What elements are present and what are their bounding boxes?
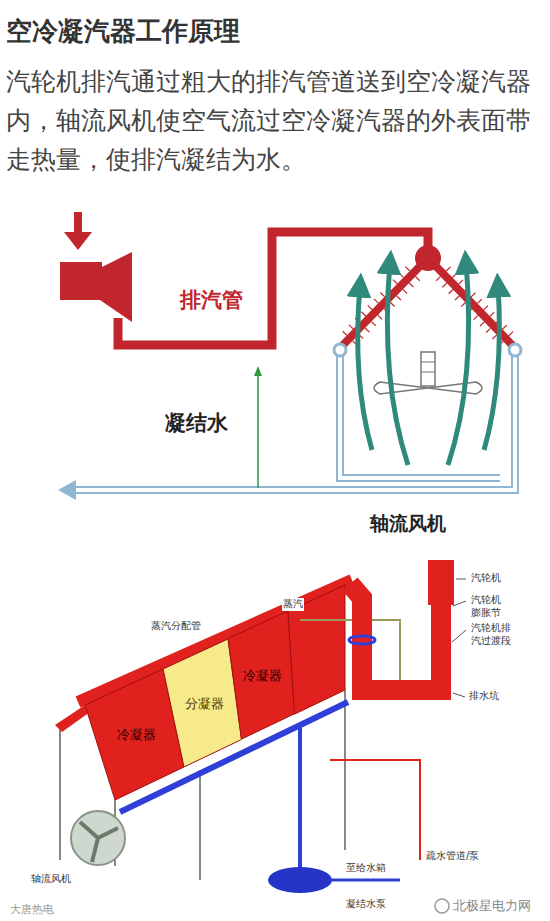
fin-tick	[449, 290, 453, 294]
fin-tick	[480, 322, 484, 326]
part-name: 轴流风机	[30, 873, 72, 886]
fin-tick	[415, 277, 419, 281]
fin-tick	[452, 273, 456, 277]
fin-tick	[365, 328, 369, 332]
watermark: 大唐热电	[10, 903, 54, 917]
leader-lines	[452, 579, 466, 697]
fin-tick	[403, 289, 407, 293]
airflow-arrows	[358, 262, 500, 465]
turbine-block	[428, 560, 454, 605]
fin-tick	[390, 302, 394, 306]
fin-tick	[502, 325, 506, 329]
part-name: 至给水箱	[345, 862, 387, 875]
fin-tick	[459, 280, 463, 284]
fin-tick	[405, 267, 409, 271]
flow-arrow-head	[254, 366, 262, 376]
panel-label: 分凝器	[185, 695, 224, 713]
fin-tick	[349, 325, 353, 329]
panel-label: 冷凝器	[117, 726, 156, 744]
back-panel-strip	[55, 705, 90, 732]
condenser-panel: 分凝器	[163, 639, 242, 767]
fin-tick	[490, 312, 494, 316]
condensate-tank	[268, 867, 332, 893]
part-name: 蒸汽	[282, 598, 304, 611]
page-title: 空冷凝汽器工作原理	[6, 14, 240, 49]
water-label: 凝结水	[165, 410, 228, 436]
intro-paragraph: 汽轮机排汽通过粗大的排汽管道送到空冷凝汽器内，轴流风机使空气流过空冷凝汽器的外表…	[6, 62, 546, 179]
expansion-ring	[349, 636, 375, 644]
fin-tick	[368, 305, 372, 309]
condensate-pipe-outer	[72, 350, 515, 490]
fin-tick	[374, 299, 378, 303]
condensate-pipe-inner	[72, 350, 515, 490]
part-name: 汽轮机	[470, 572, 502, 585]
exhaust-pipe	[118, 232, 428, 345]
fin-tick	[409, 283, 413, 287]
fin-tick	[436, 277, 440, 281]
fin-tick	[361, 312, 365, 316]
fin-tick	[343, 331, 347, 335]
panel-shape	[163, 639, 242, 767]
condenser-panel: 冷凝器	[228, 611, 294, 739]
watermark: 北极星电力网	[453, 898, 531, 914]
watermark-icon	[435, 899, 449, 913]
panel-shape	[228, 611, 294, 739]
fin-tick	[371, 322, 375, 326]
fin-tick	[399, 273, 403, 277]
fin-tick	[474, 315, 478, 319]
feedwater-pipe	[330, 879, 400, 882]
part-name: 蒸汽分配管	[150, 620, 202, 633]
part-name: 凝结水泵	[345, 898, 387, 911]
condensate-drop-pipe	[298, 728, 302, 868]
condensate-arrowhead	[58, 480, 76, 500]
fin-tick	[380, 292, 384, 296]
fin-tick	[477, 299, 481, 303]
fin-tick	[378, 315, 382, 319]
fin-tick	[484, 306, 488, 310]
pipe-label: 排汽管	[180, 287, 243, 313]
fin-tick	[393, 280, 397, 284]
part-name: 排水坑	[468, 690, 500, 703]
flow-arrow-line	[257, 372, 259, 488]
fin-tick	[455, 296, 459, 300]
part-name: 汽轮机排汽过渡段	[470, 622, 514, 647]
fin-tick	[446, 267, 450, 271]
exhaust-duct	[350, 584, 441, 690]
fin-tick	[397, 296, 401, 300]
panel-label: 冷凝器	[243, 667, 282, 685]
part-name: 汽轮机膨胀节	[470, 594, 506, 619]
turbine-symbol	[60, 212, 132, 322]
a-frame-condenser	[334, 245, 521, 356]
fan-label: 轴流风机	[370, 512, 446, 536]
fin-tick	[509, 332, 513, 336]
drain-pipe	[330, 760, 420, 860]
axial-fan-3d	[71, 811, 125, 865]
fin-tick	[492, 335, 496, 339]
fin-tick	[442, 283, 446, 287]
part-name: 疏水管道/泵	[425, 850, 480, 863]
fin-tick	[471, 293, 475, 297]
fin-tick	[486, 328, 490, 332]
fin-tick	[461, 302, 465, 306]
